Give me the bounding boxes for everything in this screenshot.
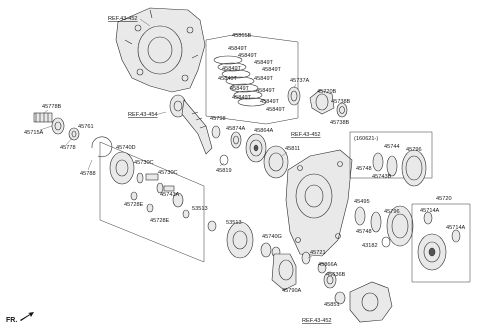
label-45849T[interactable]: 45849T bbox=[260, 99, 280, 105]
label-45798[interactable]: 45798 bbox=[210, 116, 226, 122]
label-45849T[interactable]: 45849T bbox=[238, 53, 258, 59]
label-45737A[interactable]: 45737A bbox=[290, 78, 310, 84]
label-45849T[interactable]: 45849T bbox=[222, 66, 242, 72]
label-45849T[interactable]: 45849T bbox=[266, 107, 286, 113]
label-45720B[interactable]: 45720B bbox=[317, 89, 337, 95]
label-45849T[interactable]: 45849T bbox=[230, 86, 250, 92]
arrow-icon bbox=[20, 312, 34, 321]
label-45714A[interactable]: 45714A bbox=[420, 208, 440, 214]
label-45730C[interactable]: 45730C bbox=[134, 160, 154, 166]
label-45636B[interactable]: 45636B bbox=[326, 272, 346, 278]
label-45849T[interactable]: 45849T bbox=[228, 46, 248, 52]
ref-mid-right[interactable]: REF.43-452 bbox=[291, 132, 321, 138]
label-45811[interactable]: 45811 bbox=[285, 146, 300, 152]
label-45738B[interactable]: 45738B bbox=[331, 99, 351, 105]
ring-stack bbox=[213, 55, 267, 107]
label-45778B[interactable]: 45778B bbox=[42, 104, 62, 110]
label-45740D[interactable]: 45740D bbox=[116, 145, 136, 151]
label-45728E[interactable]: 45728E bbox=[150, 218, 170, 224]
ref-mid-left[interactable]: REF.43-454 bbox=[128, 112, 158, 118]
label-45788[interactable]: 45788 bbox=[80, 171, 96, 177]
upper-transmission-case bbox=[115, 7, 206, 93]
label-45865B[interactable]: 45865B bbox=[232, 33, 252, 39]
label-45778[interactable]: 45778 bbox=[60, 145, 76, 151]
label-45849T[interactable]: 45849T bbox=[256, 88, 276, 94]
gear-45720B-group bbox=[287, 86, 348, 118]
label-45728E[interactable]: 45728E bbox=[124, 202, 144, 208]
label-45849T[interactable]: 45849T bbox=[218, 76, 238, 82]
bearing-and-gear-group bbox=[211, 125, 289, 179]
input-shaft-group bbox=[33, 112, 113, 158]
ref-top-left[interactable]: REF.43-452 bbox=[108, 16, 138, 22]
label-45721[interactable]: 45721 bbox=[310, 250, 326, 256]
label-45849T[interactable]: 45849T bbox=[254, 76, 274, 82]
label-43182[interactable]: 43182 bbox=[362, 243, 378, 249]
label-45748[interactable]: 45748 bbox=[356, 229, 372, 235]
label-45761[interactable]: 45761 bbox=[78, 124, 94, 130]
label-45819[interactable]: 45819 bbox=[216, 168, 232, 174]
label-45866A[interactable]: 45866A bbox=[318, 262, 338, 268]
main-shaft bbox=[169, 94, 213, 155]
label-45849T[interactable]: 45849T bbox=[232, 95, 252, 101]
label-45849T[interactable]: 45849T bbox=[254, 60, 274, 66]
gear-45720-box bbox=[411, 203, 471, 283]
clutch-ring-set bbox=[205, 33, 299, 125]
label-45715A[interactable]: 45715A bbox=[24, 130, 44, 136]
label-45743B[interactable]: 45743B bbox=[372, 174, 392, 180]
label-45748[interactable]: 45748 bbox=[356, 166, 372, 172]
ref-bottom[interactable]: REF.43-452 bbox=[302, 318, 332, 324]
label-45730C[interactable]: 45730C bbox=[158, 170, 178, 176]
label-53513[interactable]: 53513 bbox=[226, 220, 242, 226]
note-160621[interactable]: (160621-) bbox=[354, 136, 378, 142]
lower-transmission-case bbox=[285, 149, 353, 257]
label-45796[interactable]: 45796 bbox=[406, 147, 422, 153]
label-45744[interactable]: 45744 bbox=[384, 144, 400, 150]
label-45849T[interactable]: 45849T bbox=[262, 67, 282, 73]
planetary-45740D-box bbox=[99, 141, 205, 263]
clutch-drum-group bbox=[354, 205, 414, 248]
orientation-label: FR. bbox=[6, 317, 17, 324]
label-45738B[interactable]: 45738B bbox=[330, 120, 350, 126]
label-45720[interactable]: 45720 bbox=[436, 196, 452, 202]
label-45714A[interactable]: 45714A bbox=[446, 225, 466, 231]
label-45790A[interactable]: 45790A bbox=[282, 288, 302, 294]
front-orientation-marker: FR. bbox=[6, 312, 34, 324]
rear-cover bbox=[349, 281, 393, 323]
label-45740G[interactable]: 45740G bbox=[262, 234, 282, 240]
label-45874A[interactable]: 45874A bbox=[226, 126, 246, 132]
label-45743A[interactable]: 45743A bbox=[160, 192, 180, 198]
label-45864A[interactable]: 45864A bbox=[254, 128, 274, 134]
variant-box-160621 bbox=[349, 131, 433, 187]
label-45796[interactable]: 45796 bbox=[384, 209, 400, 215]
output-gear-group bbox=[271, 251, 346, 305]
label-45495[interactable]: 45495 bbox=[354, 199, 370, 205]
label-45851[interactable]: 45851 bbox=[324, 302, 340, 308]
label-53513[interactable]: 53513 bbox=[192, 206, 208, 212]
